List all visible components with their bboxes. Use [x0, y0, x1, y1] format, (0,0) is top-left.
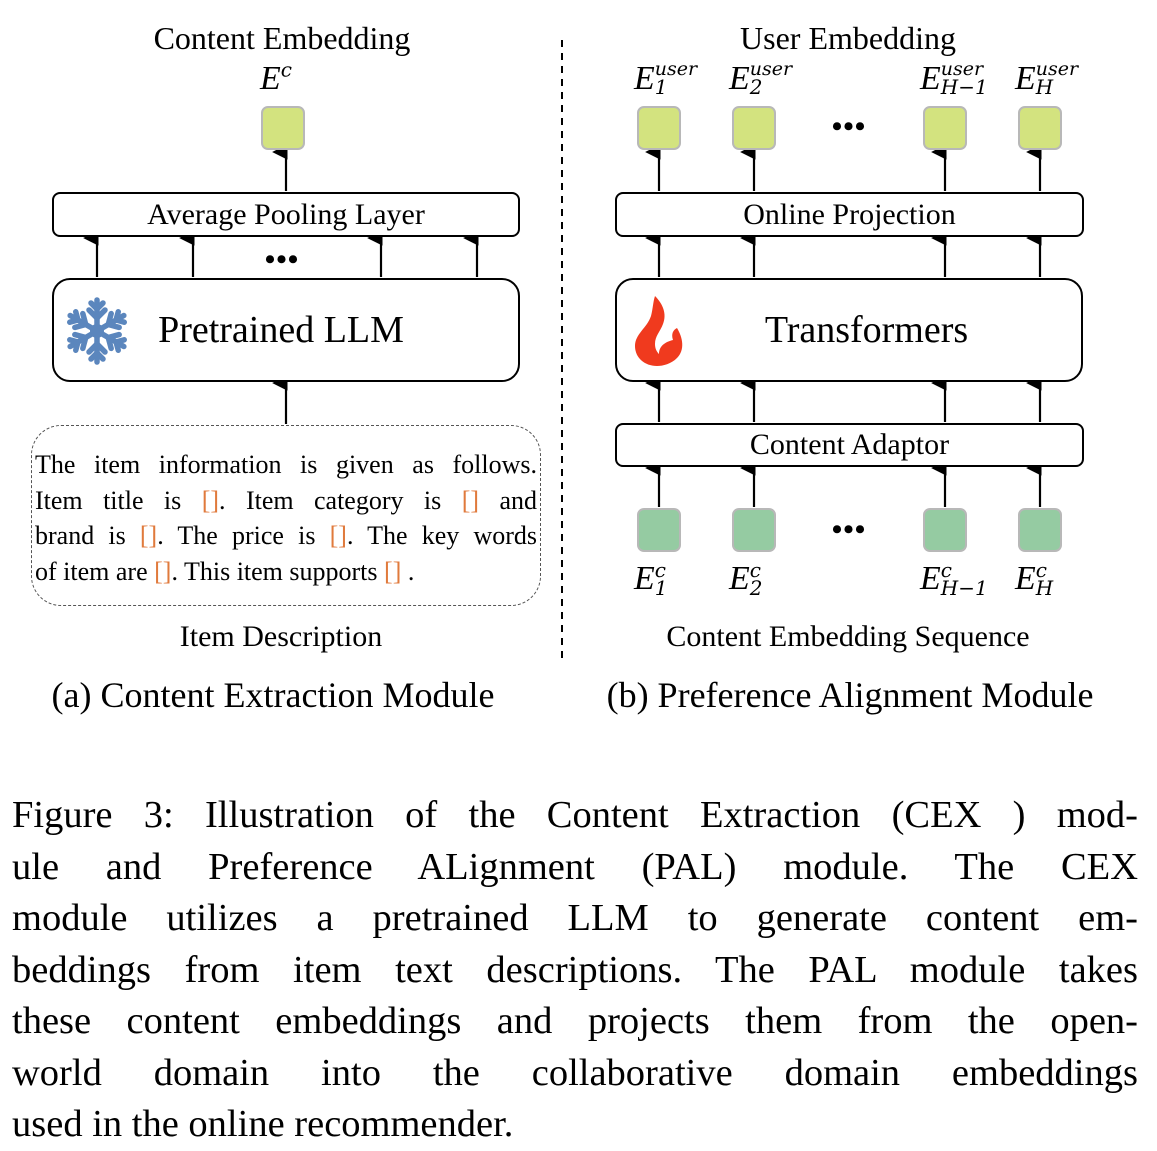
description-text-segment: brand is [35, 521, 140, 550]
description-text-segment: . This item supports [171, 556, 385, 586]
caption-line: Figure 3: Illustration of the Content Ex… [12, 794, 1138, 836]
subcaption-b: (b) Preference Alignment Module [606, 675, 1094, 715]
snowflake-icon [62, 296, 132, 376]
content-adaptor-label: Content Adaptor [749, 428, 950, 461]
content-adaptor-layer: Content Adaptor [615, 423, 1084, 467]
placeholder-slot: [] [329, 521, 347, 550]
description-text-segment: . The key words [346, 521, 537, 550]
user-embedding-4 [1018, 106, 1062, 150]
content-embedding-sequence-label: Content Embedding Sequence [666, 620, 1030, 653]
user-embedding-3 [923, 106, 967, 150]
caption-line: world domain into the collaborative doma… [12, 1051, 1138, 1094]
caption-line: these content embeddings and projects th… [12, 1000, 1138, 1042]
user-embedding-title: User Embedding [740, 20, 956, 56]
placeholder-slot: [] [154, 556, 172, 586]
placeholder-slot: [] [139, 521, 158, 550]
content-embedding-1 [637, 508, 681, 552]
user-embedding-1 [637, 106, 681, 150]
caption-line: ule and Preference ALignment (PAL) modul… [12, 845, 1138, 888]
caption-line: used in the online recommender. [12, 1103, 514, 1145]
user-embedding-2 [732, 106, 776, 150]
average-pooling-layer: Average Pooling Layer [52, 192, 520, 237]
content-embedding-symbol: Ec [260, 57, 292, 97]
pretrained-llm-label: Pretrained LLM [158, 309, 404, 351]
average-pooling-label: Average Pooling Layer [147, 197, 425, 231]
content-embedding-output [261, 106, 305, 150]
user-ellipsis: ••• [831, 110, 867, 143]
flame-icon [633, 294, 687, 378]
placeholder-slot: [] [201, 485, 220, 515]
description-text-segment: . [401, 556, 415, 586]
pretrained-llm-block: Pretrained LLM [52, 278, 520, 382]
description-text-segment: The item information is given as follows… [35, 450, 537, 479]
description-text-segment: . Item category is [219, 485, 462, 515]
description-line: The item information is given as follows… [35, 447, 537, 483]
caption-line: module utilizes a pretrained LLM to gene… [12, 897, 1138, 939]
description-text-segment: . The price is [157, 521, 330, 550]
figure-caption: Figure 3: Illustration of the Content Ex… [12, 790, 1138, 1151]
subcaption-a: (a) Content Extraction Module [51, 675, 495, 715]
transformers-label: Transformers [764, 309, 969, 351]
description-text-segment: of item are [35, 556, 155, 586]
content-embedding-4 [1018, 508, 1062, 552]
description-text-segment: Item title is [35, 485, 202, 515]
item-description-box [31, 425, 541, 606]
online-projection-label: Online Projection [743, 197, 956, 231]
content-embedding-3 [923, 508, 967, 552]
online-projection-layer: Online Projection [615, 192, 1084, 237]
description-text-segment: and [479, 485, 537, 515]
description-line: Item title is []. Item category is [] an… [35, 483, 537, 519]
item-description-label: Item Description [179, 620, 383, 653]
caption-line: beddings from item text descriptions. Th… [12, 948, 1138, 991]
description-line: of item are []. This item supports [] . [35, 554, 537, 590]
description-line: brand is []. The price is []. The key wo… [35, 518, 537, 554]
ellipsis: ••• [264, 243, 300, 276]
transformers-block: Transformers [615, 278, 1083, 382]
placeholder-slot: [] [384, 556, 402, 586]
placeholder-slot: [] [461, 485, 480, 515]
content-embedding-title: Content Embedding [153, 20, 411, 56]
content-ellipsis: ••• [831, 513, 867, 546]
content-embedding-2 [732, 508, 776, 552]
item-description-text: The item information is given as follows… [35, 447, 537, 589]
